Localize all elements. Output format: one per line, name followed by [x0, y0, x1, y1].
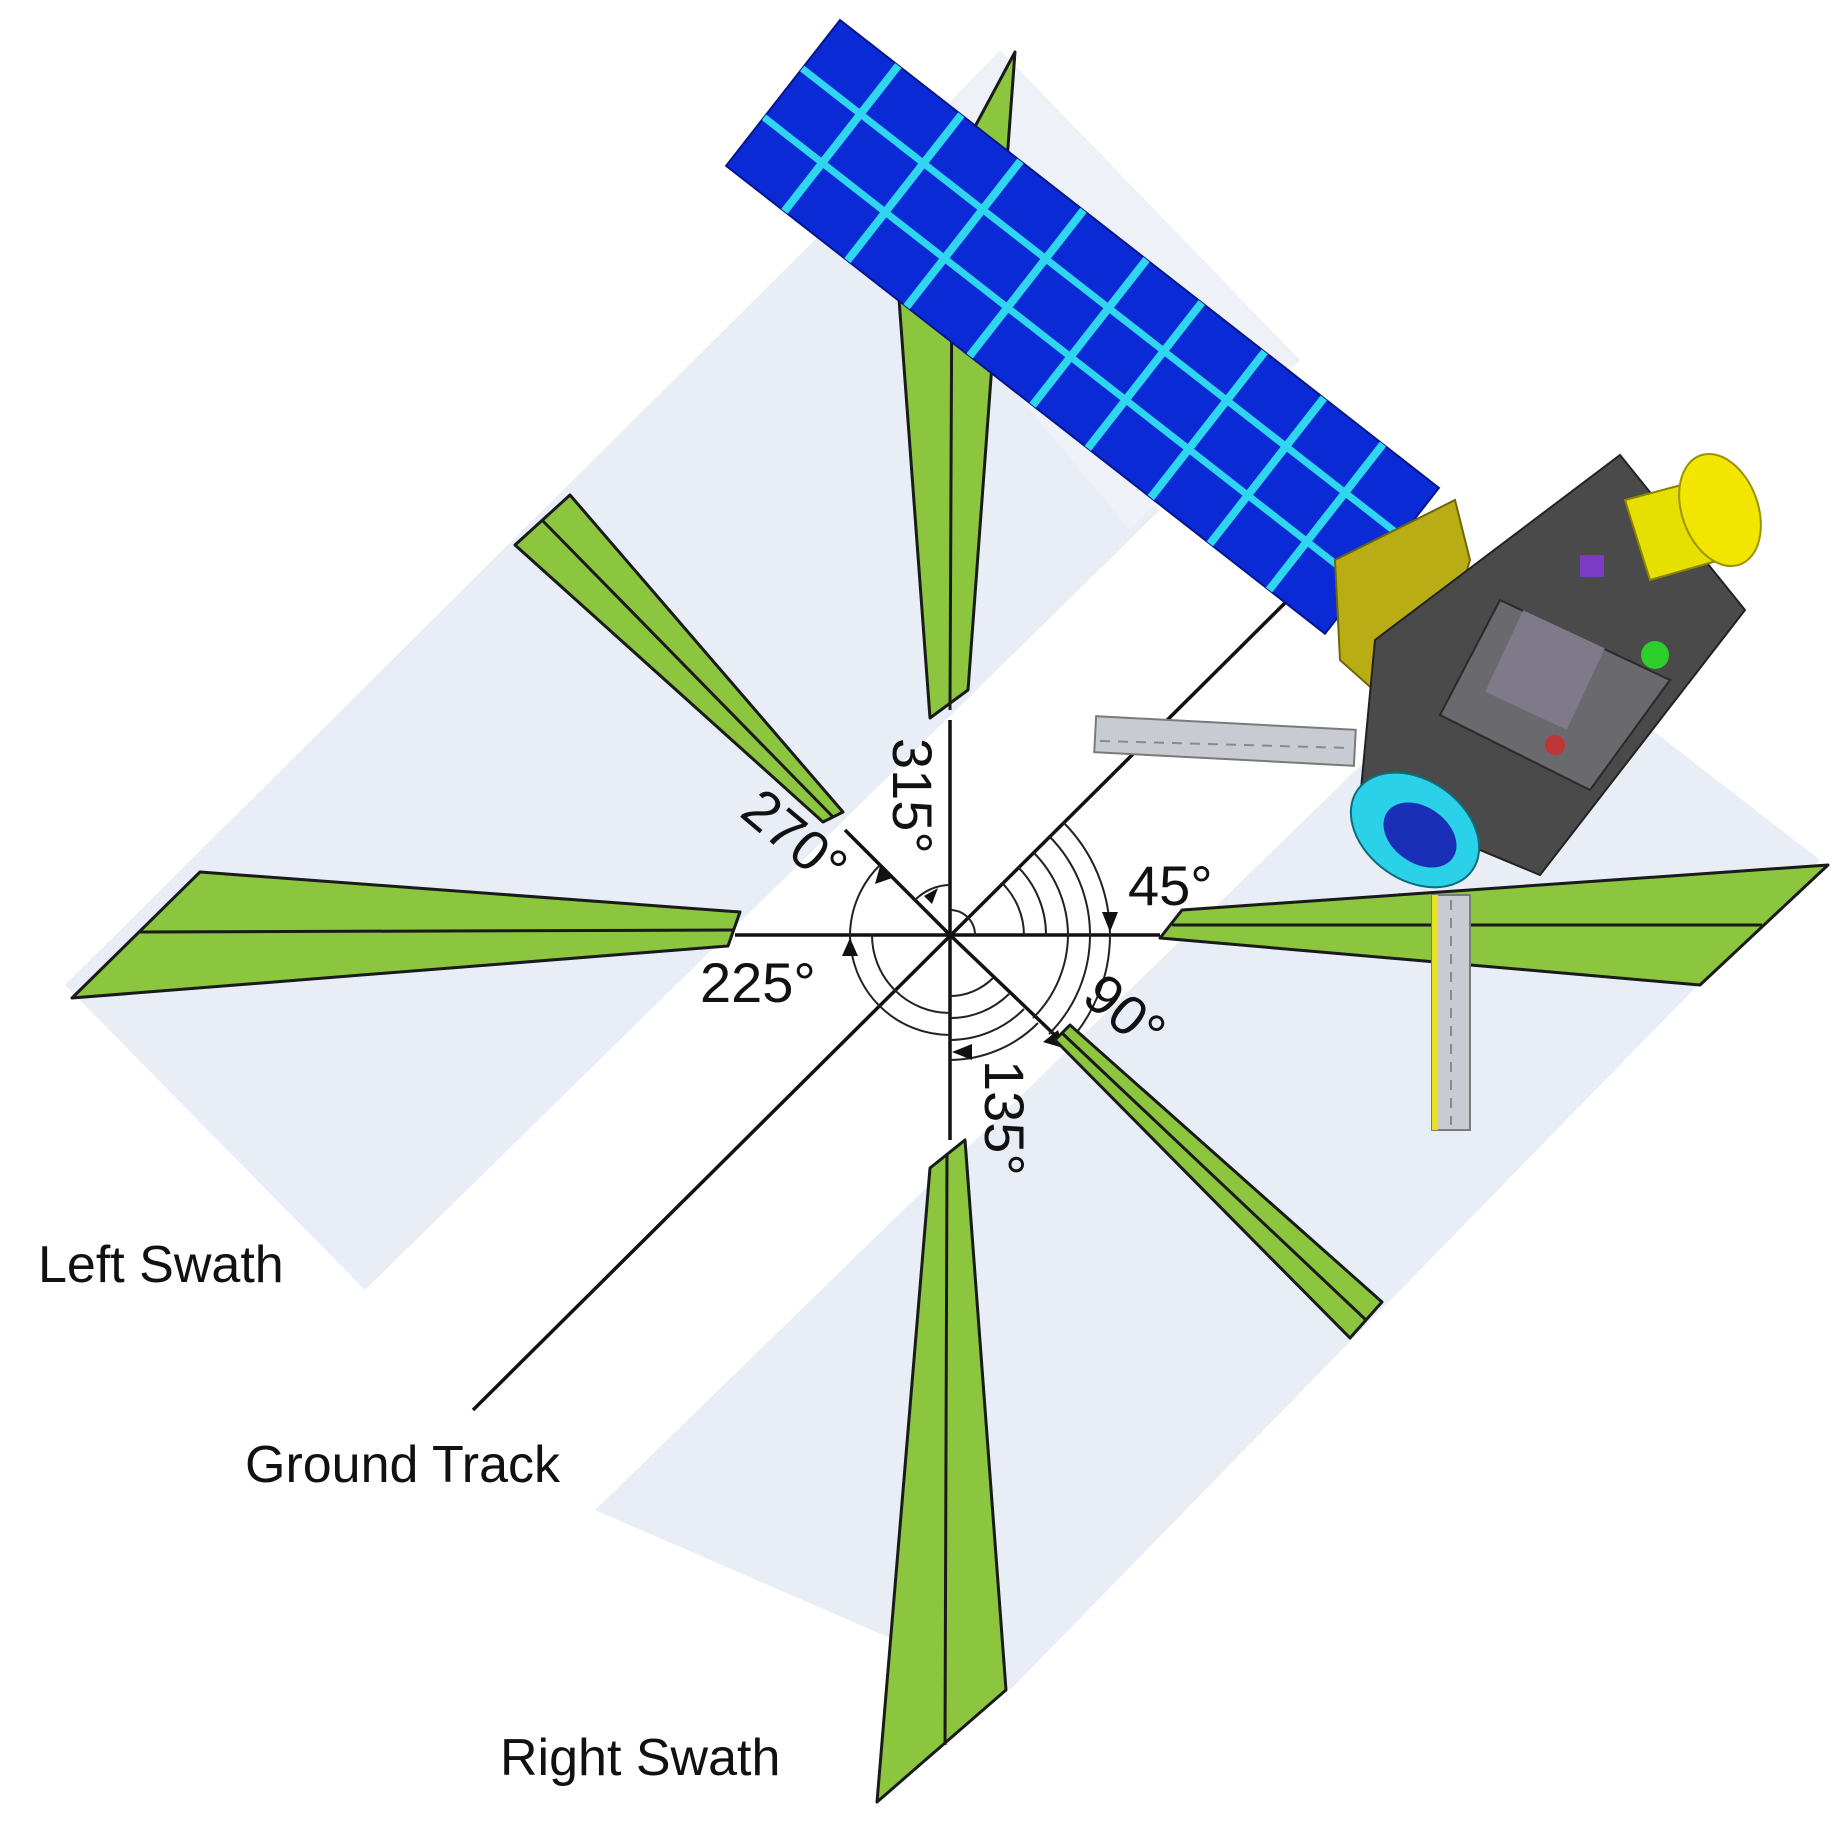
angle-label-315: 315°: [881, 738, 944, 854]
arc-45e: [1001, 882, 1025, 936]
angle-label-225: 225°: [700, 951, 816, 1014]
arc-90b: [1048, 934, 1091, 1035]
beam-135: [875, 1138, 1008, 1804]
arrow-225: [842, 938, 858, 956]
boom-vertical: [1431, 894, 1471, 1131]
angle-label-45: 45°: [1128, 854, 1213, 917]
bus-radiator: [1485, 610, 1605, 730]
bus-detail-purple: [1580, 555, 1604, 577]
right-swath-label: Right Swath: [500, 1729, 780, 1787]
left-swath-band: [65, 200, 1160, 1290]
bus-detail-red: [1545, 735, 1565, 755]
satellite-icon: [724, 18, 1762, 1131]
angle-arcs: [849, 821, 1111, 1061]
arc-315: [914, 884, 951, 901]
arc-135b: [949, 1008, 1025, 1041]
solar-panel-array: [724, 18, 1441, 636]
arc-135: [949, 1022, 1039, 1061]
arc-225b: [871, 934, 951, 1014]
beams: [70, 50, 1830, 1804]
beam-270: [513, 493, 845, 824]
beam-225: [70, 870, 742, 1000]
arc-45: [1062, 821, 1111, 936]
arc-135d: [949, 977, 994, 997]
arrow-135: [952, 1044, 972, 1060]
antenna-cylinder: [1623, 452, 1762, 582]
arrow-315: [924, 888, 938, 904]
angle-arrowheads: [842, 866, 1118, 1060]
ground-track-label: Ground Track: [245, 1436, 561, 1494]
arc-45b: [1048, 835, 1091, 936]
arc-90c: [1032, 934, 1069, 1019]
spoke-upper-left: [843, 828, 952, 937]
arc-45c: [1032, 851, 1069, 936]
arc-45d: [1017, 866, 1048, 936]
beam-90: [1053, 1023, 1384, 1340]
arrow-45: [1102, 912, 1118, 932]
bus-detail-green: [1641, 641, 1669, 669]
boom-horizontal: [1093, 715, 1357, 767]
left-swath-label: Left Swath: [38, 1236, 284, 1294]
arc-inner: [949, 909, 976, 936]
angle-label-135: 135°: [973, 1060, 1036, 1176]
arrow-270: [875, 866, 892, 884]
spoke-lower-right: [948, 933, 1062, 1042]
sensor-aperture: [1383, 802, 1457, 868]
arc-135c: [949, 993, 1010, 1020]
arc-270: [849, 864, 881, 936]
